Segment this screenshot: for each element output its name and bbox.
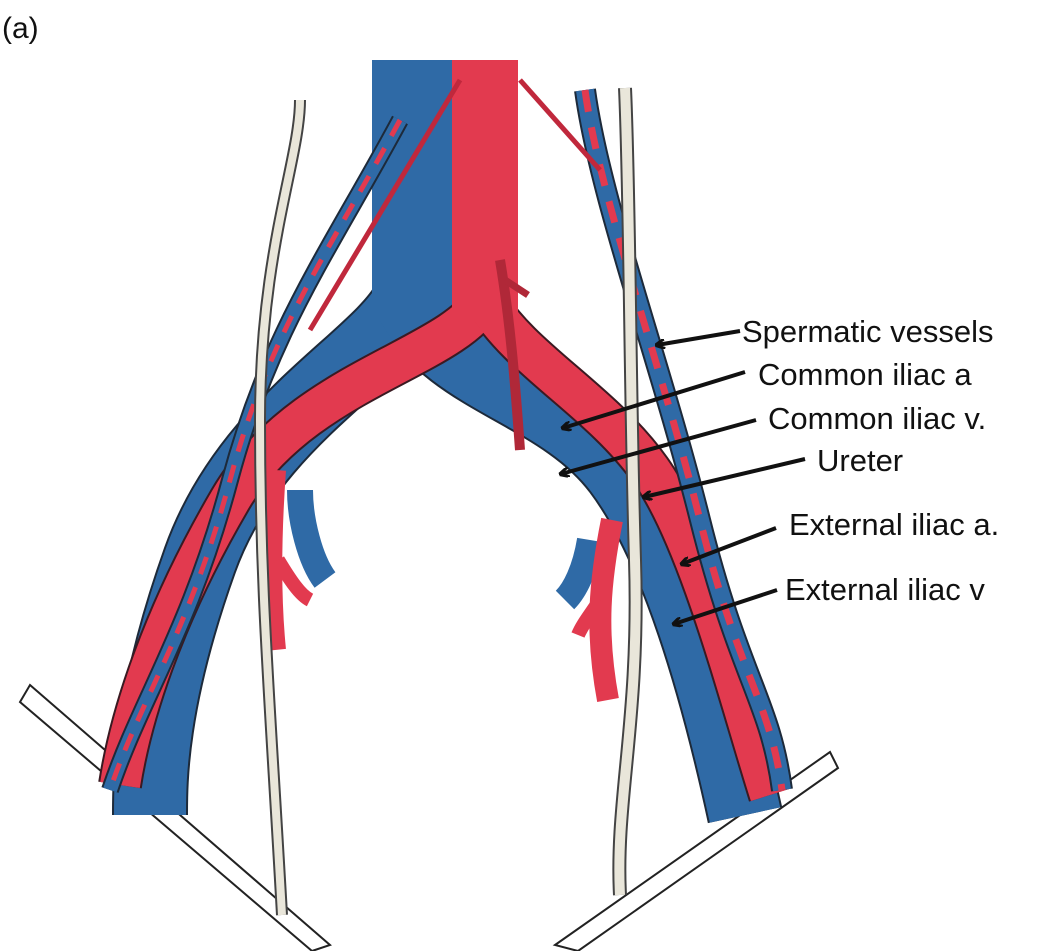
label-ureter: Ureter: [817, 443, 903, 478]
right-ureter: [614, 87, 641, 896]
label-spermatic-vessels: Spermatic vessels: [742, 314, 994, 349]
label-external-iliac-a: External iliac a.: [789, 507, 999, 542]
right-common-iliac-vein: [377, 282, 781, 823]
panel-label: (a): [2, 12, 39, 45]
label-common-iliac-v: Common iliac v.: [768, 401, 986, 436]
retractor-right: [552, 750, 840, 951]
label-external-iliac-v: External iliac v: [785, 572, 985, 607]
arrow-external-iliac-a: [682, 526, 777, 564]
label-common-iliac-a: Common iliac a: [758, 357, 972, 392]
arrow-common-iliac-v: [561, 418, 757, 474]
ureters: [253, 87, 643, 916]
right-common-iliac-artery: [467, 289, 790, 802]
left-ureter: [255, 99, 304, 916]
inferior-vena-cava: [372, 60, 452, 320]
arrow-common-iliac-a: [563, 370, 746, 428]
arrow-external-iliac-v: [674, 588, 778, 624]
retractor-left: [18, 683, 332, 951]
arrow-ureter: [644, 457, 806, 497]
spermatic-vessels: [101, 78, 793, 793]
label-arrows: [561, 329, 806, 624]
arrow-spermatic-vessels: [657, 329, 741, 345]
inferior-mesenteric-artery: [495, 259, 525, 451]
